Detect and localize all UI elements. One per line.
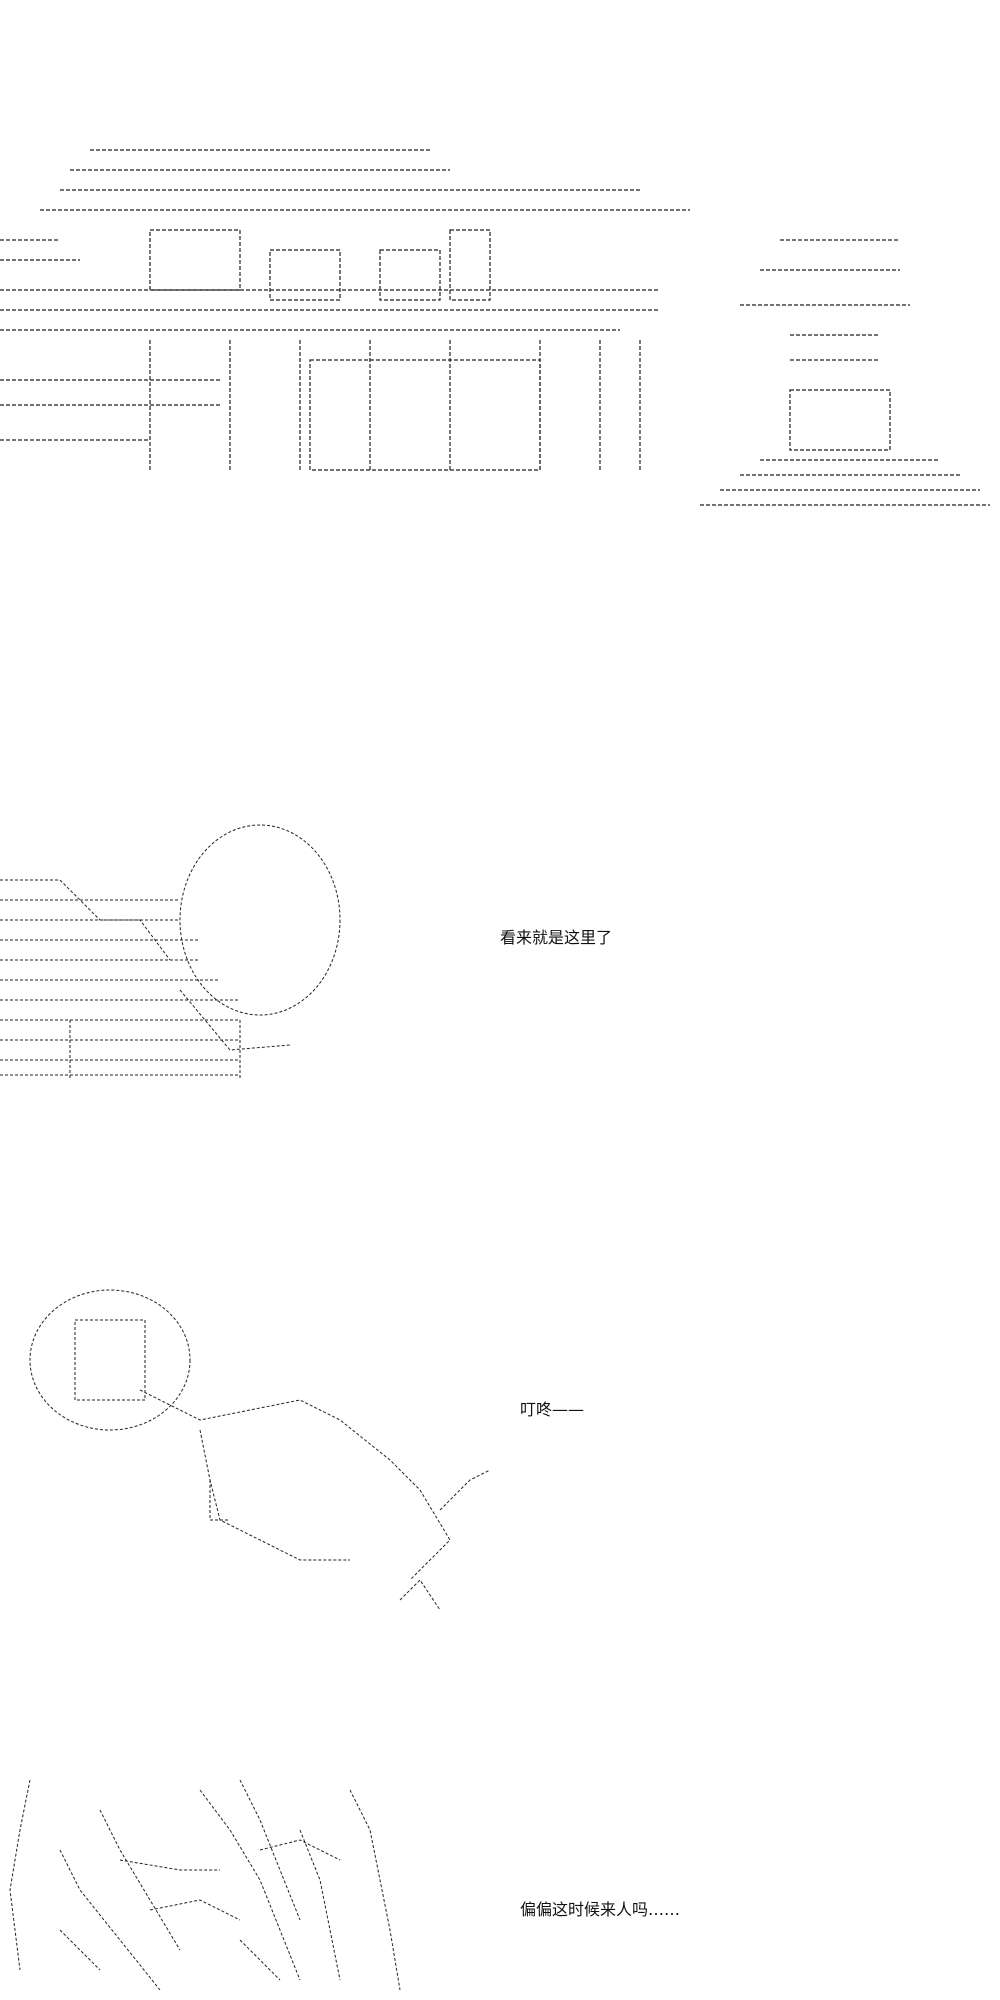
- caption-doorbell: 叮咚——: [520, 1400, 585, 1419]
- panel-interruption: 偏偏这时候来人吗……: [0, 1770, 1000, 2000]
- panel-doorbell: 叮咚——: [0, 1280, 1000, 1620]
- doorbell-ascii-art: [0, 1280, 520, 1620]
- caption-arrival: 看来就是这里了: [500, 928, 613, 947]
- character-ascii-art: [0, 820, 360, 1120]
- panel-arrival: 看来就是这里了: [0, 820, 1000, 1140]
- building-ascii-art: [0, 140, 1000, 640]
- caption-interruption: 偏偏这时候来人吗……: [520, 1900, 681, 1919]
- interruption-ascii-art: [0, 1770, 440, 2000]
- panel-building-scene: [0, 0, 1000, 640]
